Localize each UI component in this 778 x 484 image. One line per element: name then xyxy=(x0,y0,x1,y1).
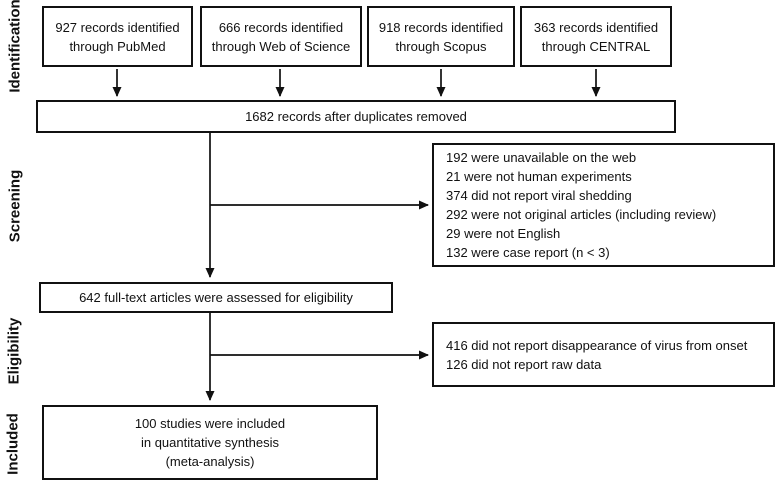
box-after-duplicates-removed: 1682 records after duplicates removed xyxy=(36,100,676,133)
box-fulltext-assessed-text: 642 full-text articles were assessed for… xyxy=(79,290,353,305)
box-records-central-text: 363 records identified through CENTRAL xyxy=(533,19,659,54)
box-records-web-of-science-text: 666 records identified through Web of Sc… xyxy=(211,19,351,54)
box-after-duplicates-removed-text: 1682 records after duplicates removed xyxy=(245,109,467,124)
exclusion-reason: 126 did not report raw data xyxy=(446,356,602,372)
box-records-pubmed-text: 927 records identified through PubMed xyxy=(55,19,180,54)
box-eligibility-exclusions: 416 did not report disappearance of viru… xyxy=(432,322,775,387)
box-records-scopus-text: 918 records identified through Scopus xyxy=(378,19,504,54)
box-records-central: 363 records identified through CENTRAL xyxy=(520,6,672,67)
exclusion-reason: 416 did not report disappearance of viru… xyxy=(446,337,748,353)
box-records-scopus: 918 records identified through Scopus xyxy=(367,6,515,67)
box-records-web-of-science: 666 records identified through Web of Sc… xyxy=(200,6,362,67)
exclusion-reason: 374 did not report viral shedding xyxy=(446,188,632,203)
box-included-studies-text: 100 studies were included in quantitativ… xyxy=(134,416,286,469)
stage-label-screening: Screening xyxy=(6,169,24,243)
box-fulltext-assessed: 642 full-text articles were assessed for… xyxy=(39,282,393,313)
exclusion-reason: 29 were not English xyxy=(446,226,561,241)
exclusion-reason: 192 were unavailable on the web xyxy=(446,150,637,165)
stage-label-included: Included xyxy=(4,413,22,475)
box-records-pubmed: 927 records identified through PubMed xyxy=(42,6,193,67)
box-included-studies: 100 studies were included in quantitativ… xyxy=(42,405,378,480)
box-screening-exclusions: 192 were unavailable on the web 21 were … xyxy=(432,143,775,267)
exclusion-reason: 132 were case report (n < 3) xyxy=(446,245,610,260)
stage-label-eligibility: Eligibility xyxy=(5,317,23,385)
exclusion-reason: 292 were not original articles (includin… xyxy=(446,207,717,222)
stage-label-identification: Identification xyxy=(6,0,24,93)
exclusion-reason: 21 were not human experiments xyxy=(446,169,632,184)
